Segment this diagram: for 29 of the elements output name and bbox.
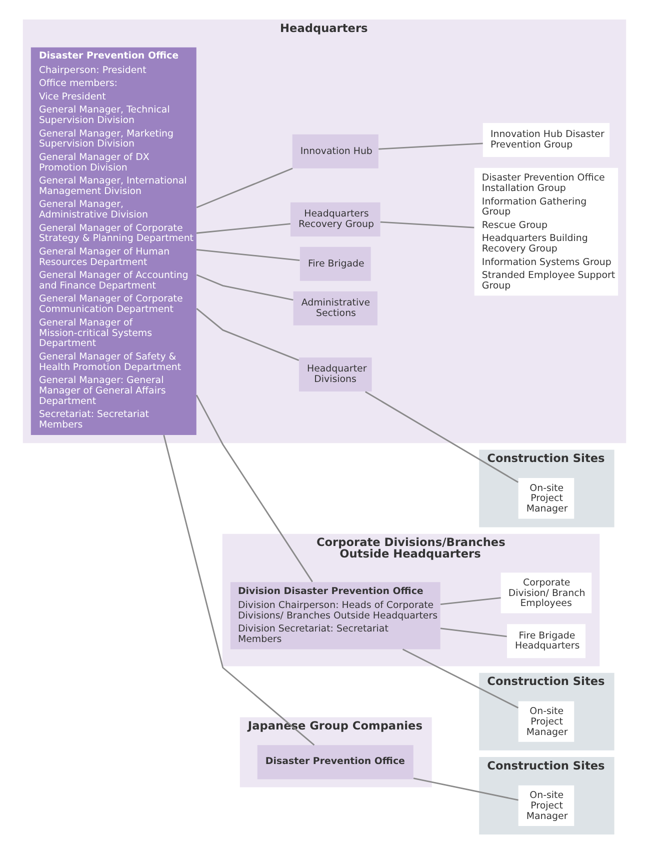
connector (402, 648, 519, 708)
connector (440, 628, 507, 638)
connector (380, 221, 474, 228)
node-box: Fire Brigade (300, 246, 371, 281)
node-box: Disaster Prevention Office Installation Group Information Gathering Group Rescue Group Headquarters Building Recovery Group Information Systems Group Stranded Employee Support Group (474, 168, 618, 296)
node-box: Administrative Sections (293, 291, 378, 326)
connector (365, 391, 518, 483)
connector (163, 434, 315, 746)
node-box: On-site Project Manager (518, 785, 574, 826)
node-box: Headquarters Recovery Group (290, 202, 380, 236)
connector (378, 142, 483, 150)
node-box: Division Disaster Prevention Office Division Chairperson: Heads of Corporate Divisions/ Branches Outside Headquarters Division Secretariat: Secretariat Members (230, 582, 440, 650)
node-box: Innovation Hub (292, 134, 378, 168)
connector (440, 597, 501, 606)
connector (196, 223, 290, 234)
node-box: Disaster Prevention Office Chairperson: President Office members: Vice President General Manager, Technical Supervision Division General Manager, Marketing Supervision Division General Manager of DX Promotion Division General Manager, International Management Division General Manager, Administrative Division General Manager of Corporate Strategy & Planning Department General Manager of Human Resources Department General Manager of Accounting and Finance Department General Manager of Corporate Communication Department General Manager of Mission-critical Systems Department General Manager of Safety & Health Promotion Department General Manager: General Manager of General Affairs Department Secretariat: Secretariat Members (30, 47, 196, 436)
node-box: Fire Brigade Headquarters (507, 624, 586, 658)
connector (196, 274, 294, 301)
connector (413, 778, 518, 801)
node-box: Disaster Prevention Office (257, 745, 414, 780)
node-box: Innovation Hub Disaster Prevention Group (482, 123, 610, 158)
connector (196, 168, 293, 208)
connector (196, 248, 300, 261)
node-box: On-site Project Manager (518, 701, 574, 742)
node-box: Corporate Division/ Branch Employees (500, 572, 592, 614)
connector (196, 394, 313, 582)
node-box: Headquarter Divisions (298, 358, 372, 392)
connector (196, 308, 300, 361)
node-box: On-site Project Manager (518, 478, 574, 519)
